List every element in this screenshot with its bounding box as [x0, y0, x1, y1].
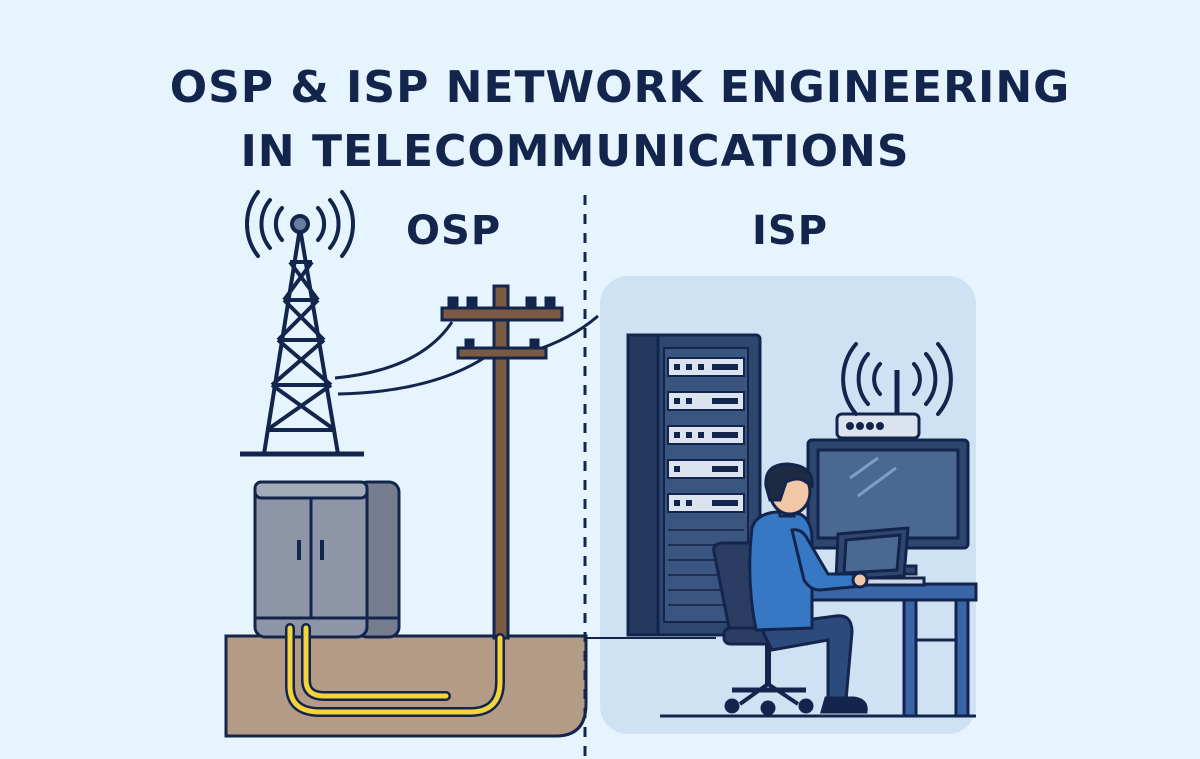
osp-label: OSP	[406, 208, 502, 254]
ground	[224, 634, 588, 738]
signal-waves-icon	[244, 190, 356, 258]
laptop-icon	[826, 526, 926, 587]
utility-pole-icon	[440, 284, 564, 640]
engineer-icon	[748, 462, 869, 714]
wifi-waves-icon	[841, 342, 953, 416]
cell-tower-icon	[240, 214, 364, 457]
monitor-icon	[806, 438, 970, 576]
street-cabinet-icon	[253, 480, 401, 639]
title-line-2: IN TELECOMMUNICATIONS	[240, 126, 910, 177]
underground-fiber-icon	[285, 623, 505, 717]
isp-label: ISP	[752, 208, 829, 254]
wifi-router-icon	[835, 370, 921, 440]
title-line-1: OSP & ISP NETWORK ENGINEERING	[169, 62, 1071, 113]
page-title: OSP & ISP NETWORK ENGINEERING IN TELECOM…	[0, 56, 1200, 184]
